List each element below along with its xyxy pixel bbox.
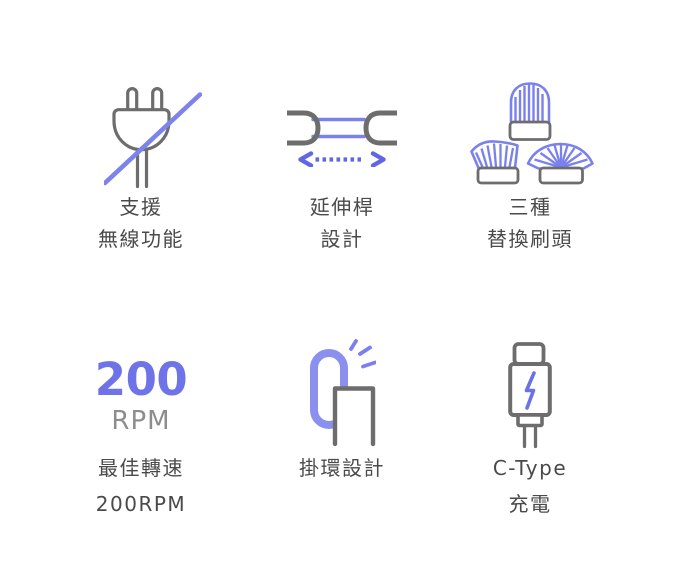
feature-caption-line: 延伸桿 [309, 195, 375, 219]
feature-caption-line: 掛環設計 [299, 456, 385, 480]
feature-caption-line: 替換刷頭 [487, 227, 573, 251]
feature-caption-line: C-Type [492, 456, 568, 480]
brush-heads-icon [430, 81, 630, 195]
feature-cell-brush-heads: 三種 替換刷頭 [430, 81, 630, 255]
feature-cell-wireless: 支援 無線功能 [41, 81, 241, 255]
feature-caption-line: 三種 [508, 195, 552, 219]
no-plug-icon [41, 81, 241, 195]
brush-heads-icon [470, 81, 594, 184]
feature-caption: 延伸桿 設計 [242, 191, 442, 255]
usb-c-icon [508, 341, 552, 448]
extension-rod-icon [287, 110, 397, 167]
feature-cell-hanging-loop: 掛環設計 [242, 338, 442, 486]
no-plug-icon [103, 87, 202, 189]
feature-caption-line: 充電 [508, 492, 552, 516]
feature-caption-line: 最佳轉速 [98, 456, 184, 480]
feature-caption: 掛環設計 [242, 450, 442, 486]
feature-caption-line: 無線功能 [98, 227, 184, 251]
feature-caption-line: 設計 [320, 227, 364, 251]
feature-caption: 最佳轉速 200RPM [41, 450, 241, 522]
rpm-value: 200 [94, 352, 188, 406]
hanging-loop-icon [242, 338, 442, 452]
feature-cell-extension-rod: 延伸桿 設計 [242, 81, 442, 255]
hanging-loop-icon [310, 339, 376, 447]
feature-caption: 支援 無線功能 [41, 191, 241, 255]
usb-c-icon [430, 338, 630, 452]
feature-cell-rpm: 200 RPM 最佳轉速 200RPM [41, 338, 241, 522]
feature-caption-line: 200RPM [95, 492, 187, 516]
extension-rod-icon [242, 81, 442, 195]
rpm-stat: 200 RPM [41, 338, 241, 452]
feature-caption-line: 支援 [119, 195, 163, 219]
feature-caption: 三種 替換刷頭 [430, 191, 630, 255]
rpm-stat-block: 200 RPM [94, 352, 188, 436]
rpm-unit: RPM [111, 405, 171, 436]
feature-caption: C-Type 充電 [430, 450, 630, 522]
feature-cell-c-type: C-Type 充電 [430, 338, 630, 522]
